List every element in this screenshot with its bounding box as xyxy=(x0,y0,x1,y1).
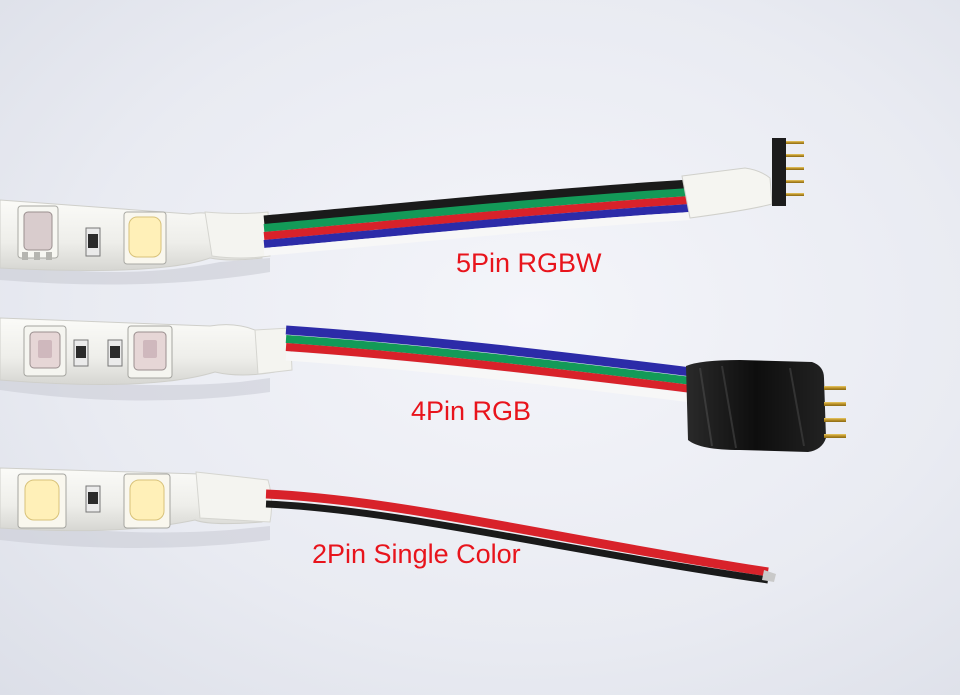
resistor-icon xyxy=(85,227,101,257)
resistor-icon xyxy=(73,339,123,367)
led-chip-icon xyxy=(17,205,59,260)
connector-pin-icon xyxy=(772,138,804,206)
led-chip-icon xyxy=(123,473,171,529)
led-chip-icon xyxy=(123,211,167,265)
led-chip-icon xyxy=(127,325,173,379)
led-chip-icon xyxy=(17,473,67,529)
label-2pin-single-color: 2Pin Single Color xyxy=(312,539,521,569)
rgb-connector xyxy=(686,360,826,452)
connector-pin-icon xyxy=(824,386,846,438)
led-chip-icon xyxy=(23,325,67,377)
resistor-icon xyxy=(85,485,101,513)
strip-2pin xyxy=(0,467,776,584)
strip-5pin xyxy=(0,138,804,285)
label-4pin-rgb: 4Pin RGB xyxy=(411,396,532,426)
strip-4pin xyxy=(0,317,846,452)
label-5pin-rgbw: 5Pin RGBW xyxy=(456,248,602,278)
